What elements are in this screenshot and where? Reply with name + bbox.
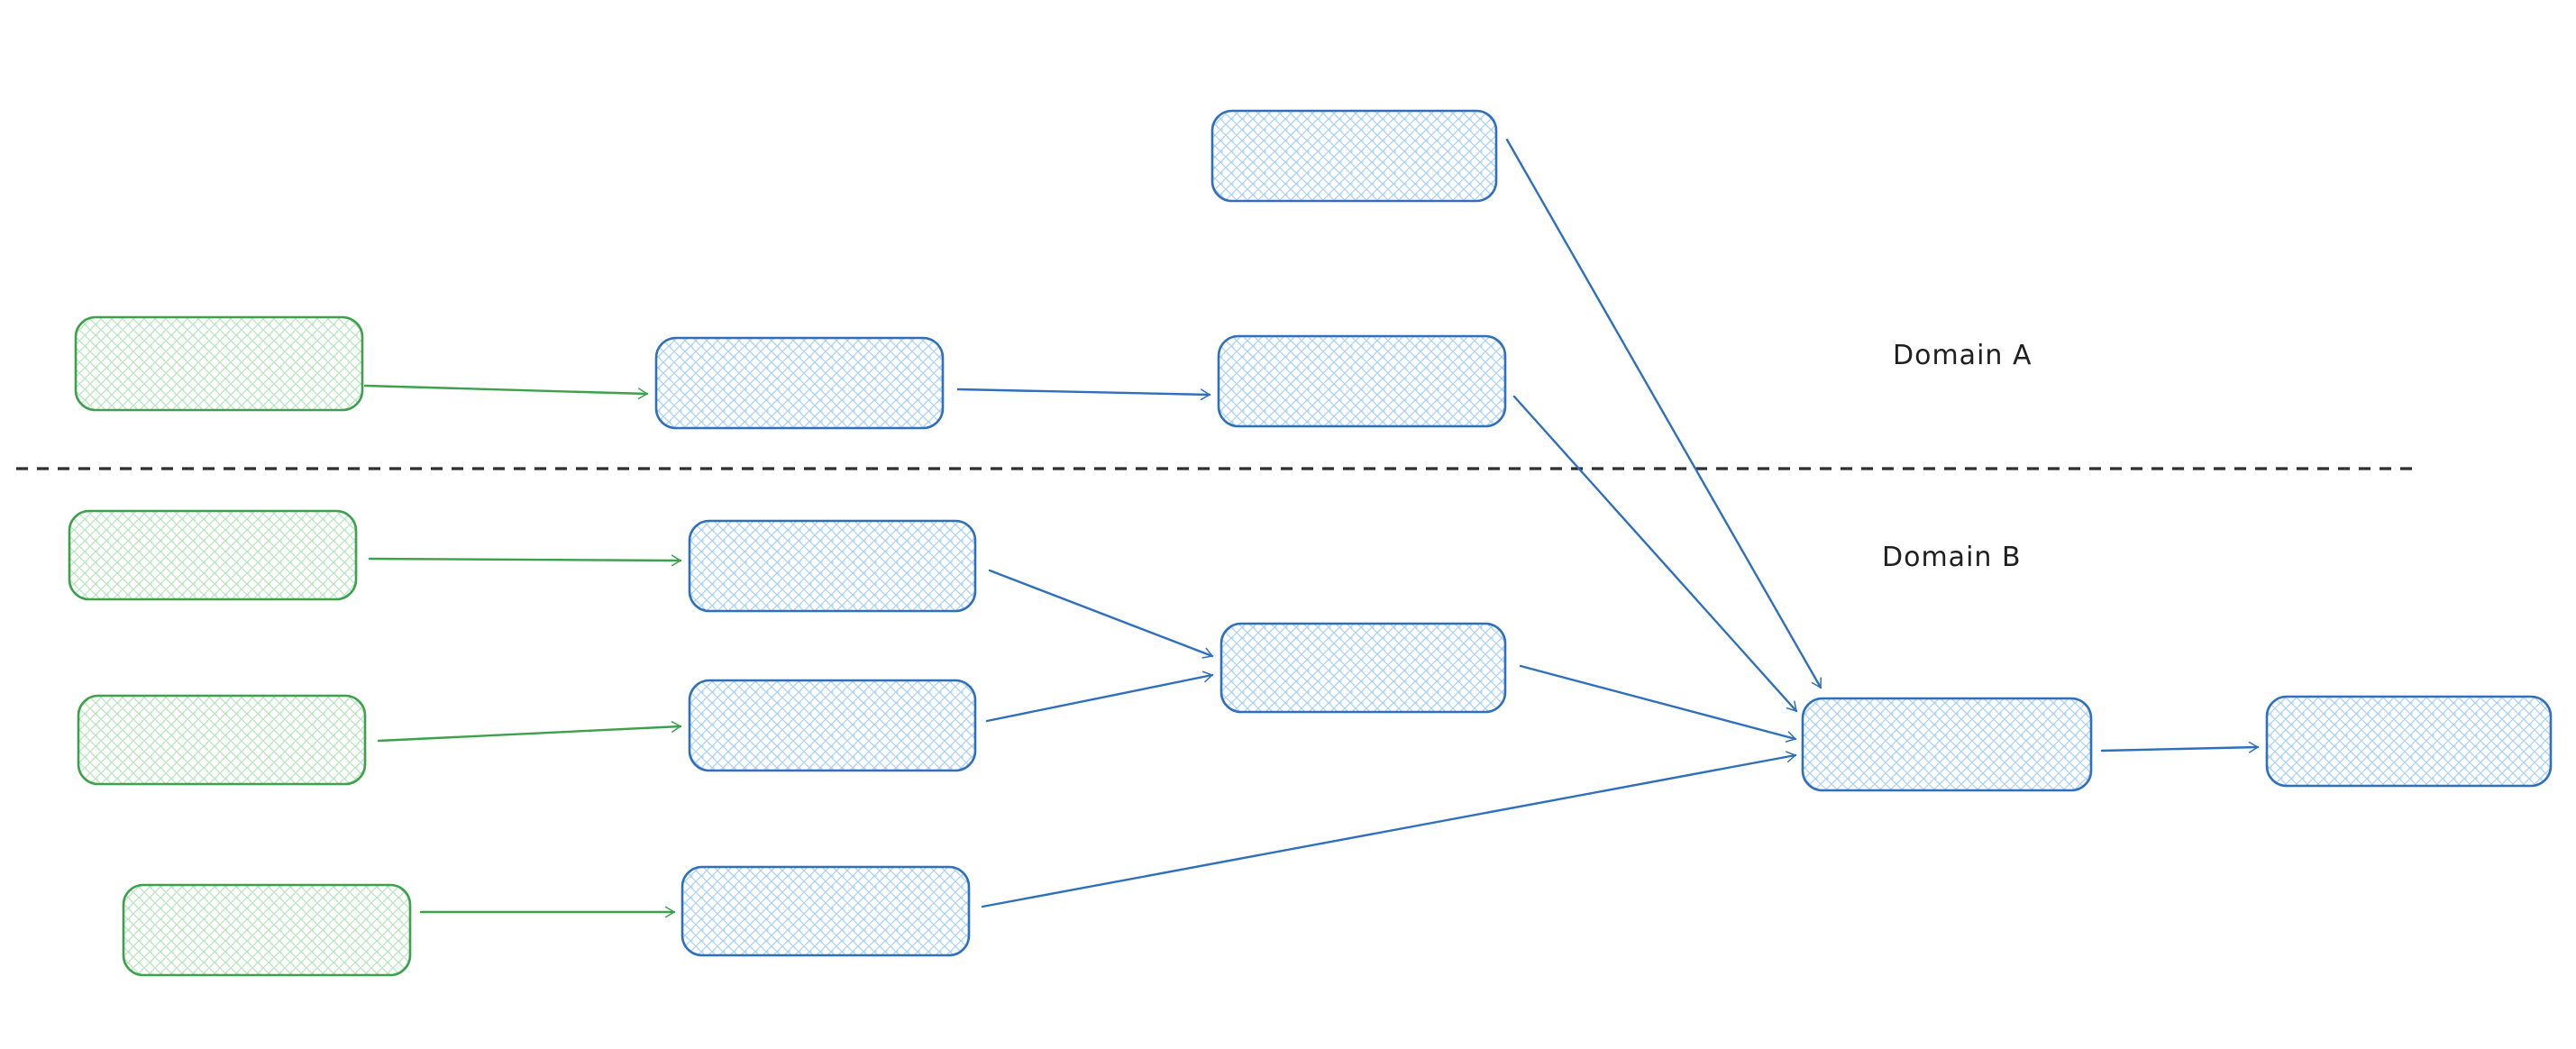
edge-stage-a1-to-stage-a2[interactable] — [956, 388, 1211, 401]
edge-join-b-to-merge[interactable] — [1519, 664, 1797, 743]
nodes-layer — [68, 109, 2553, 977]
edge-stage-b3-to-merge[interactable] — [981, 751, 1797, 908]
edge-merge-to-output[interactable] — [2100, 741, 2260, 753]
edge-stage-b1-to-join-b[interactable] — [988, 569, 1214, 659]
edges-layer — [363, 138, 2260, 918]
domain-b-label: Domain B — [1882, 542, 2022, 573]
edge-source-a1-to-stage-a1[interactable] — [363, 384, 649, 400]
node-stage-b2[interactable] — [688, 679, 977, 772]
node-stage-b1[interactable] — [688, 519, 977, 613]
node-source-b1[interactable] — [68, 509, 358, 601]
edge-stage-a2-to-merge[interactable] — [1512, 395, 1798, 713]
node-source-b3[interactable] — [122, 883, 412, 977]
node-join-b[interactable] — [1219, 622, 1507, 714]
edge-stage-b2-to-join-b[interactable] — [985, 670, 1214, 723]
node-stage-a2[interactable] — [1217, 334, 1507, 428]
edge-source-b1-to-stage-b1[interactable] — [368, 554, 682, 567]
node-source-a1[interactable] — [74, 315, 364, 412]
domain-a-label: Domain A — [1893, 340, 2032, 371]
node-source-b2[interactable] — [77, 694, 367, 786]
node-stage-a1[interactable] — [654, 336, 945, 430]
edge-source-b2-to-stage-b2[interactable] — [377, 721, 682, 743]
node-stage-b3[interactable] — [681, 865, 971, 957]
node-output[interactable] — [2265, 695, 2553, 788]
node-merge[interactable] — [1801, 697, 2093, 792]
node-stage-a0[interactable] — [1210, 109, 1498, 203]
edge-stage-a0-to-merge[interactable] — [1505, 138, 1822, 689]
